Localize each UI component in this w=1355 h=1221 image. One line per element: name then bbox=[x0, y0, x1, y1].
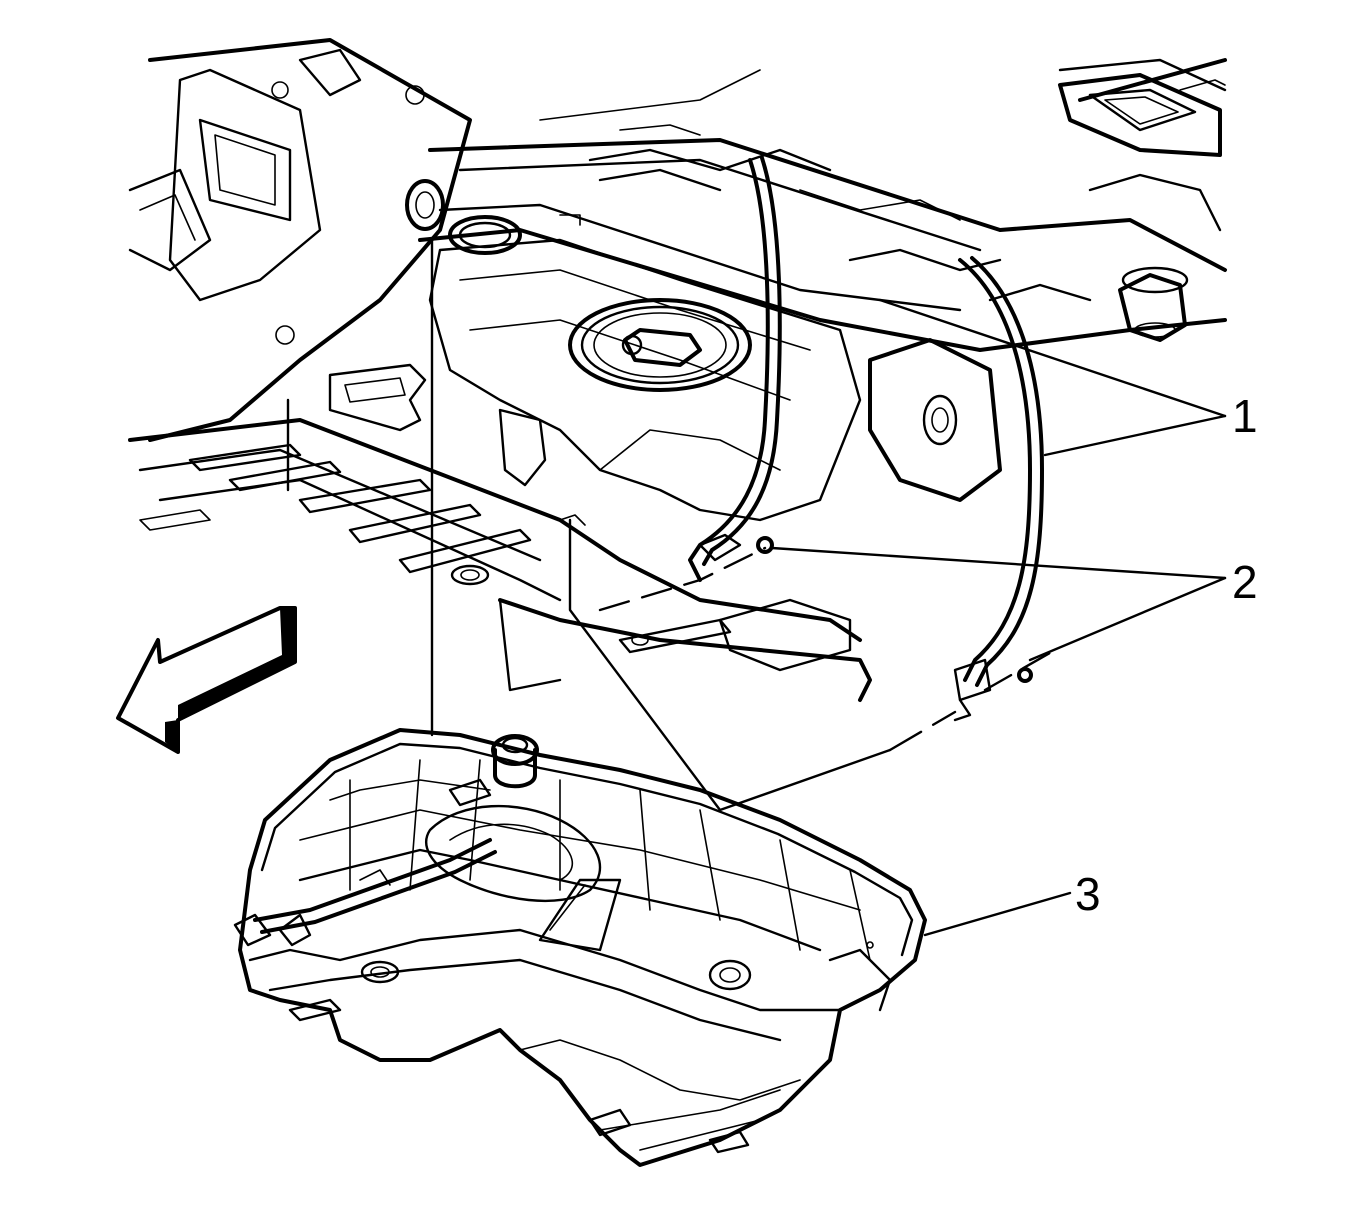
vehicle-underbody bbox=[128, 38, 1227, 702]
callout-3: 3 bbox=[1075, 868, 1101, 920]
callout-1: 1 bbox=[1232, 390, 1258, 442]
front-direction-arrow-icon bbox=[116, 606, 297, 754]
callout-2: 2 bbox=[1232, 556, 1258, 608]
callout-labels: 1 2 3 bbox=[1075, 390, 1258, 920]
fuel-tank bbox=[233, 728, 927, 1167]
fuel-tank-straps bbox=[688, 156, 1044, 722]
leader-lines bbox=[286, 238, 1227, 937]
